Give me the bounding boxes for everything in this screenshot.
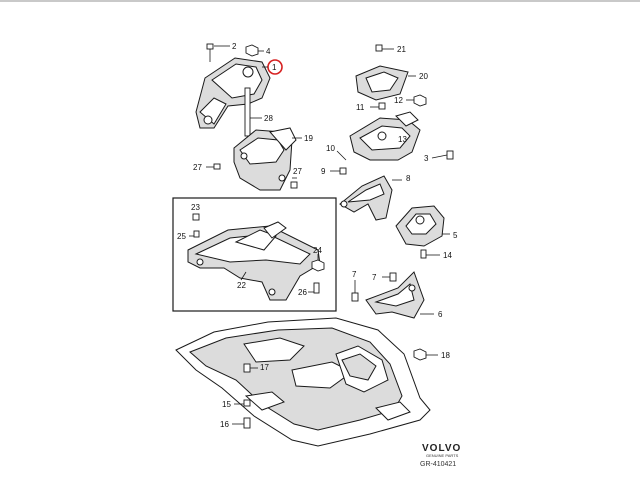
callout-22: 22 xyxy=(237,281,246,290)
bolt-25 xyxy=(189,230,200,238)
callout-3: 3 xyxy=(424,154,429,163)
callout-27-right: 27 xyxy=(293,167,302,176)
callout-6: 6 xyxy=(438,310,443,319)
callout-26: 26 xyxy=(298,288,307,297)
callout-23: 23 xyxy=(191,203,200,212)
bolts-7 xyxy=(351,272,397,302)
nut-4 xyxy=(245,44,264,57)
bolt-16 xyxy=(232,417,251,429)
bolt-23 xyxy=(192,213,200,221)
callout-27-left: 27 xyxy=(193,163,202,172)
diagram-reference: GR-410421 xyxy=(420,461,456,468)
callout-13: 13 xyxy=(398,135,407,144)
callout-20: 20 xyxy=(419,72,428,81)
subframe-group-frame xyxy=(172,197,337,312)
callout-12: 12 xyxy=(394,96,403,105)
nut-12 xyxy=(406,94,427,107)
splash-shield xyxy=(175,317,431,447)
callout-16: 16 xyxy=(220,420,229,429)
bolt-24 xyxy=(311,254,325,272)
callout-10: 10 xyxy=(326,144,335,153)
callout-11: 11 xyxy=(356,103,365,112)
bolts-27 xyxy=(206,163,298,189)
callout-2: 2 xyxy=(232,42,237,51)
bracket-6 xyxy=(365,271,434,319)
bolt-3 xyxy=(431,150,454,160)
callout-1: 1 xyxy=(272,63,277,72)
mount-10 xyxy=(349,111,421,161)
callout-9: 9 xyxy=(321,167,326,176)
bracket-19 xyxy=(233,127,302,191)
bolt-26 xyxy=(308,282,320,294)
callout-24: 24 xyxy=(313,246,322,255)
callout-17: 17 xyxy=(260,363,269,372)
stud-28 xyxy=(244,87,262,137)
callout-4: 4 xyxy=(266,47,271,56)
brand-name: VOLVO xyxy=(422,443,461,454)
brand-subtitle: GENUINE PARTS xyxy=(426,453,459,458)
pad-20 xyxy=(355,65,416,101)
bolt-11 xyxy=(370,102,386,110)
callout-7-left: 7 xyxy=(352,270,357,279)
callout-7-right: 7 xyxy=(372,273,377,282)
bolt-9 xyxy=(330,167,347,175)
clip-15 xyxy=(234,399,251,407)
bolt-18 xyxy=(413,348,438,361)
bracket-8 xyxy=(339,175,402,221)
callout-25: 25 xyxy=(177,232,186,241)
callout-18: 18 xyxy=(441,351,450,360)
callout-5: 5 xyxy=(453,231,458,240)
bolt-14 xyxy=(420,249,440,259)
callout-21: 21 xyxy=(397,45,406,54)
callout-8: 8 xyxy=(406,174,411,183)
clip-17 xyxy=(243,363,258,373)
callout-15: 15 xyxy=(222,400,231,409)
mount-5 xyxy=(395,205,450,247)
engine-mount-upper xyxy=(195,57,271,129)
bolt-21 xyxy=(375,44,394,52)
subframe-22 xyxy=(187,221,321,301)
callout-28: 28 xyxy=(264,114,273,123)
top-edge-strip xyxy=(0,0,640,2)
callout-14: 14 xyxy=(443,251,452,260)
bolt-2 xyxy=(206,43,230,62)
callout-19: 19 xyxy=(304,134,313,143)
